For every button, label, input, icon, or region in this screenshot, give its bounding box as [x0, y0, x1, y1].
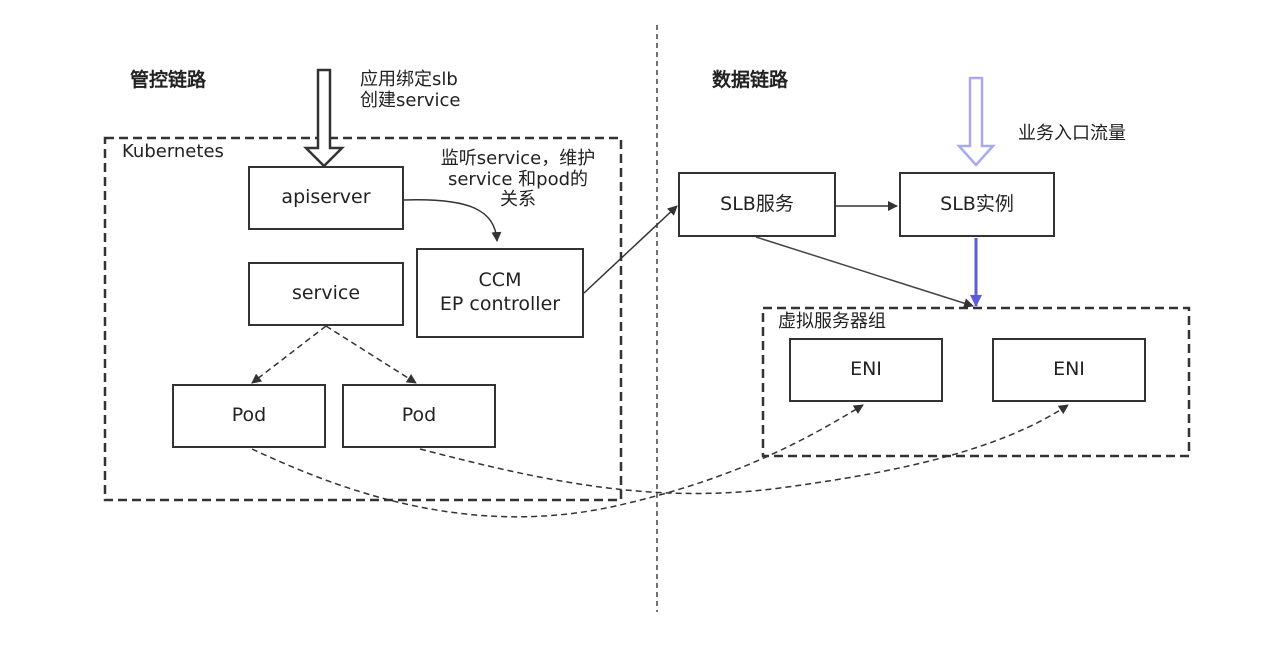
slb-service-to-group-arrow — [755, 236, 974, 309]
eni-node-2: ENI — [992, 338, 1146, 402]
pod-label-1: Pod — [231, 404, 267, 427]
vserver-group-frame — [761, 306, 1191, 458]
pod-label-2: Pod — [401, 404, 437, 427]
apiserver-label: apiserver — [281, 186, 371, 209]
pod-node-1: Pod — [172, 384, 326, 448]
ccm-node: CCM EP controller — [416, 248, 584, 338]
apiserver-node: apiserver — [248, 166, 404, 230]
watch-service-note-line2: service 和pod的 — [447, 168, 589, 190]
eni-label-1: ENI — [850, 358, 882, 381]
pod2-to-eni2-link — [419, 404, 1069, 495]
slb-service-label: SLB服务 — [720, 192, 794, 215]
ccm-label-line1: CCM — [478, 269, 522, 292]
watch-service-note: 监听service，维护 service 和pod的 关系 — [418, 148, 618, 211]
traffic-note: 业务入口流量 — [1018, 123, 1126, 144]
service-label: service — [291, 282, 361, 305]
slb-instance-node: SLB实例 — [899, 172, 1055, 237]
watch-service-note-line3: 关系 — [500, 189, 536, 211]
slb-service-node: SLB服务 — [678, 172, 836, 237]
kubernetes-label: Kubernetes — [122, 141, 224, 162]
control-link-heading: 管控链路 — [130, 69, 207, 91]
ccm-label-line2: EP controller — [439, 293, 561, 315]
bind-slb-note-line2: 创建service — [360, 89, 461, 111]
pod1-to-eni1-link — [251, 404, 864, 518]
slb-instance-label: SLB实例 — [940, 192, 1014, 215]
service-node: service — [248, 262, 404, 326]
data-link-heading: 数据链路 — [712, 69, 789, 91]
eni-label-2: ENI — [1053, 358, 1085, 381]
bind-slb-arrow — [302, 68, 346, 168]
watch-service-note-line1: 监听service，维护 — [440, 148, 596, 169]
bind-slb-note-line1: 应用绑定slb — [360, 69, 458, 90]
kubernetes-frame — [103, 136, 623, 502]
traffic-arrow — [956, 76, 996, 167]
pod-node-2: Pod — [342, 384, 496, 448]
bind-slb-note: 应用绑定slb 创建service — [360, 69, 461, 111]
service-to-pod1-arrow — [251, 325, 327, 384]
eni-node-1: ENI — [789, 338, 943, 402]
ccm-to-slb-service-arrow — [583, 205, 678, 294]
service-to-pod2-arrow — [325, 325, 417, 384]
apiserver-to-ccm-arrow — [403, 199, 502, 242]
vserver-group-label: 虚拟服务器组 — [778, 311, 886, 332]
